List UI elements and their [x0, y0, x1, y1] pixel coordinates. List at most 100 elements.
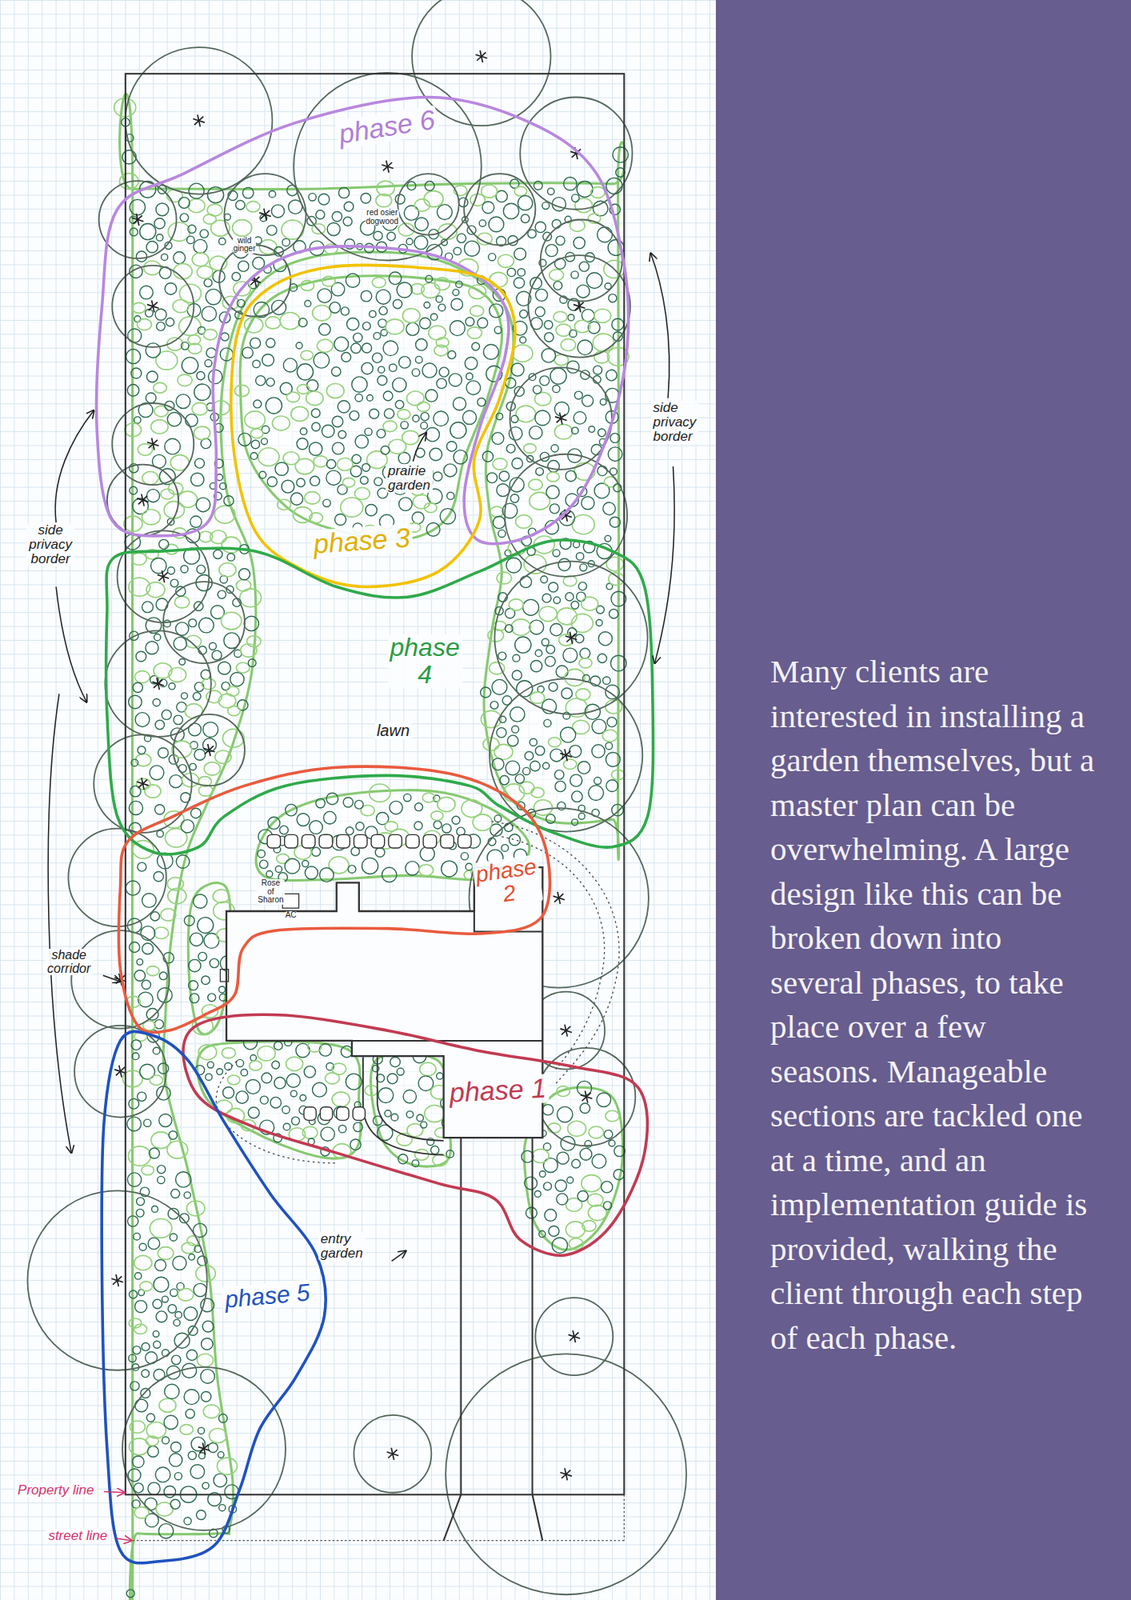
shrub-symbol [132, 1346, 141, 1355]
groundcover-drift [515, 515, 532, 529]
shrub-symbol [363, 322, 372, 331]
shrub-symbol [201, 306, 216, 321]
groundcover-drift [146, 966, 160, 976]
shrub-symbol [158, 747, 169, 759]
phase-label: phase 1 [446, 1073, 550, 1108]
shrub-symbol [477, 317, 488, 328]
shrub-symbol [161, 709, 172, 720]
groundcover-drift [571, 515, 595, 535]
shrub-symbol [194, 383, 211, 400]
tree-center [556, 414, 566, 423]
groundcover-drift [406, 391, 424, 406]
stepping-stone [336, 1107, 349, 1121]
shrub-symbol [129, 215, 137, 224]
groundcover-drift [307, 1041, 322, 1053]
shrub-symbol [188, 1254, 196, 1261]
shrub-symbol [321, 424, 335, 438]
groundcover-drift [291, 406, 309, 421]
shrub-symbol [157, 1175, 165, 1183]
groundcover-drift [434, 277, 450, 290]
shrub-symbol [378, 1087, 394, 1104]
shrub-symbol [156, 322, 166, 332]
groundcover-drift [235, 579, 251, 592]
shrub-symbol [491, 432, 504, 445]
shrub-symbol [605, 684, 620, 700]
shrub-symbol [576, 284, 590, 298]
groundcover-drift [222, 728, 244, 748]
shrub-symbol [199, 1452, 206, 1459]
tree-canopy [535, 1297, 613, 1375]
shrub-symbol [546, 814, 556, 824]
shrub-symbol [187, 224, 196, 233]
shrub-symbol [426, 522, 440, 536]
shrub-symbol [175, 622, 189, 636]
shrub-symbol [459, 197, 468, 207]
shrub-symbol [420, 1121, 428, 1128]
groundcover-drift [419, 864, 434, 876]
shrub-symbol [567, 1176, 574, 1183]
shrub-symbol [591, 744, 605, 758]
shrub-symbol [557, 1106, 573, 1122]
groundcover-drift [144, 784, 161, 798]
shrub-symbol [193, 1282, 207, 1296]
tree-canopy [519, 97, 632, 210]
shrub-symbol [167, 1304, 176, 1313]
shrub-symbol [571, 791, 584, 803]
shrub-symbol [545, 244, 558, 257]
groundcover-drift [226, 686, 240, 696]
shrub-symbol [152, 699, 160, 707]
shrub-symbol [185, 414, 199, 428]
stepping-stone [319, 834, 333, 848]
shrub-symbol [498, 529, 506, 537]
shrub-symbol [488, 253, 496, 261]
shrub-symbol [431, 1145, 440, 1154]
shrub-symbol [175, 1171, 192, 1187]
shrub-symbol [283, 358, 297, 372]
shrub-symbol [608, 294, 617, 303]
shrub-symbol [200, 1391, 211, 1402]
shrub-symbol [267, 816, 280, 829]
shrub-symbol [237, 699, 248, 711]
groundcover-drift [286, 391, 300, 402]
shrub-symbol [257, 849, 265, 857]
groundcover-drift [276, 853, 290, 864]
shrub-symbol [343, 201, 354, 212]
shrub-symbol [550, 623, 563, 636]
groundcover-drift [419, 1062, 436, 1076]
shrub-symbol [573, 411, 587, 425]
tree-center [561, 1470, 571, 1479]
groundcover-drift [424, 1104, 445, 1122]
tree-center [158, 572, 168, 581]
groundcover-drift [300, 280, 315, 292]
shrub-symbol [173, 251, 186, 264]
groundcover-drift [512, 344, 533, 362]
shrub-symbol [331, 367, 341, 376]
shrub-symbol [250, 1055, 257, 1062]
shrub-symbol [211, 650, 222, 660]
shrub-symbol [134, 315, 141, 323]
groundcover-drift [496, 571, 512, 584]
property-line [125, 73, 624, 1495]
shrub-symbol [351, 343, 361, 353]
stepping-stone [352, 1107, 365, 1121]
groundcover-drift [177, 374, 192, 387]
shrub-symbol [488, 216, 504, 232]
groundcover-drift [508, 599, 524, 611]
groundcover-drift [312, 304, 332, 320]
shrub-symbol [152, 1298, 162, 1308]
shrub-symbol [406, 322, 420, 336]
groundcover-drift [210, 530, 227, 544]
shrub-symbol [168, 1131, 177, 1139]
groundcover-drift [143, 260, 161, 276]
groundcover-drift [384, 821, 398, 832]
shrub-symbol [603, 676, 611, 684]
shrub-symbol [563, 647, 578, 663]
shrub-symbol [355, 822, 364, 831]
shrub-symbol [145, 641, 159, 655]
shrub-symbol [311, 408, 320, 418]
shrub-symbol [261, 1072, 272, 1084]
shrub-symbol [224, 1062, 232, 1070]
shrub-symbol [447, 491, 455, 500]
groundcover-drift [129, 1420, 145, 1433]
phase-boundary [231, 265, 516, 588]
